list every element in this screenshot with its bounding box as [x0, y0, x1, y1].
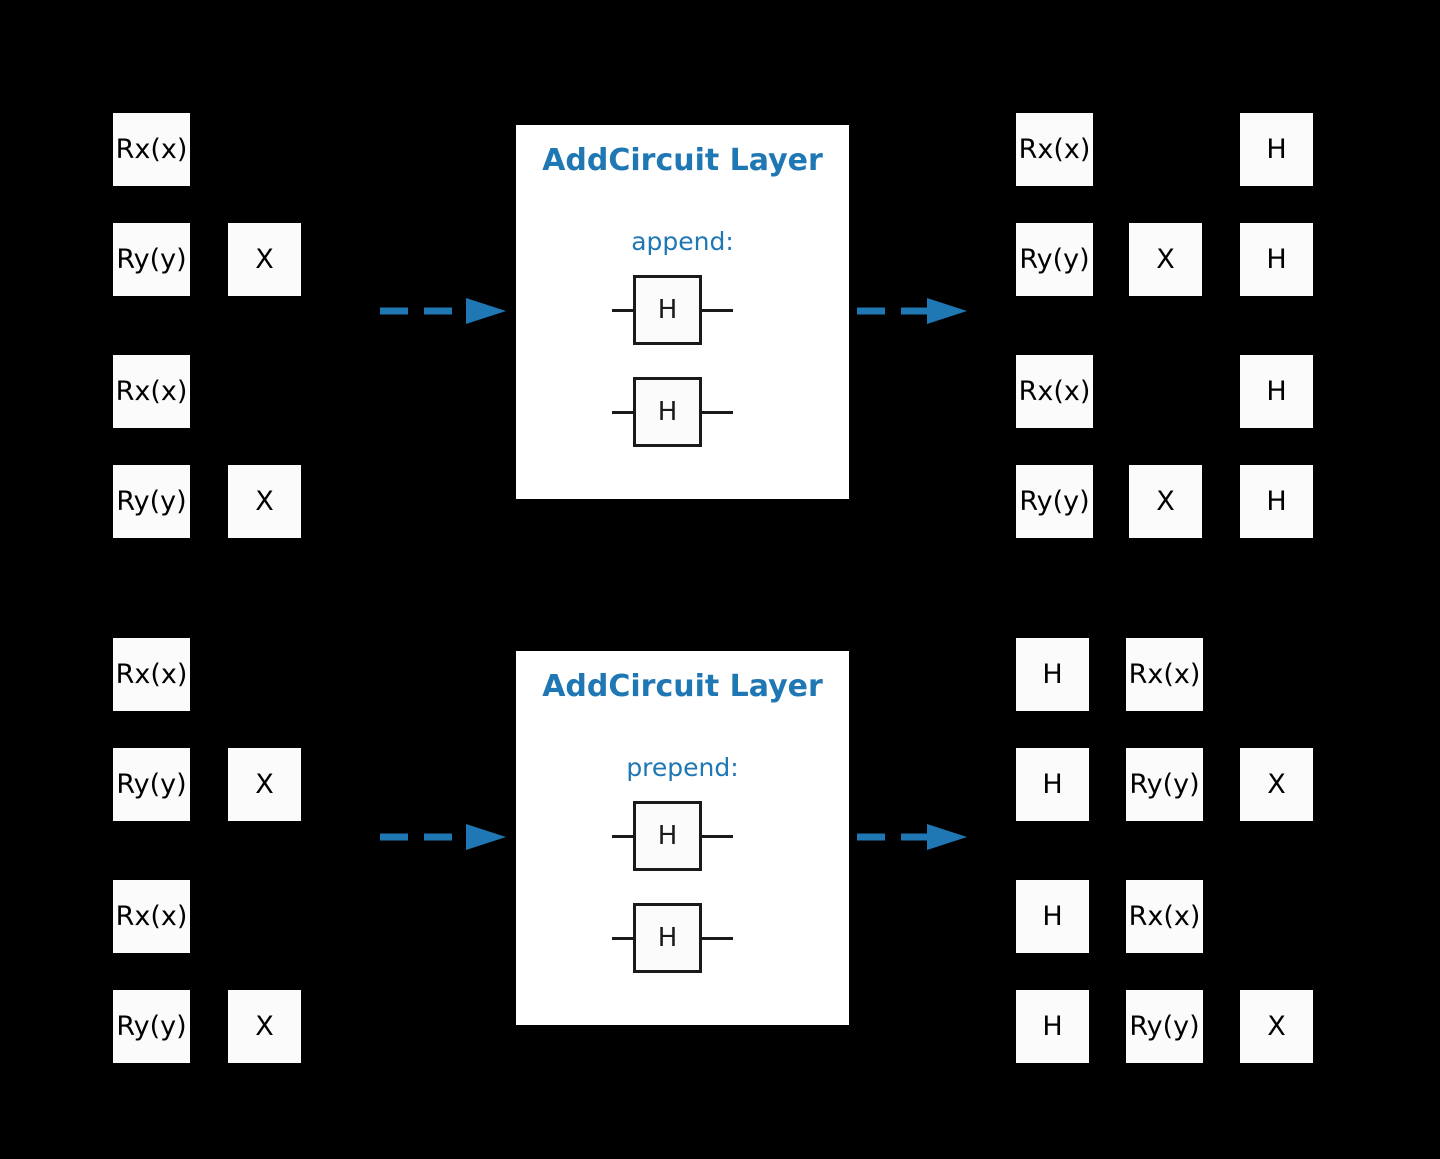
- gate-h: H: [1016, 880, 1089, 953]
- arrow-out-of-layer-icon: [855, 822, 975, 852]
- gate-ry: Ry(y): [1016, 465, 1093, 538]
- gate-x: X: [1129, 223, 1202, 296]
- gate-rx: Rx(x): [1126, 880, 1203, 953]
- mini-wire-left: [612, 937, 638, 940]
- gate-h: H: [1016, 990, 1089, 1063]
- layer-mode-label: prepend:: [626, 753, 739, 782]
- layer-title: AddCircuit Layer: [542, 669, 823, 704]
- arrow-out-of-layer-icon: [855, 296, 975, 326]
- gate-x: X: [228, 223, 301, 296]
- gate-rx: Rx(x): [113, 113, 190, 186]
- addcircuit-layer-panel-append: AddCircuit Layer append: H H: [516, 125, 849, 499]
- gate-h: H: [1240, 355, 1313, 428]
- gate-ry: Ry(y): [1016, 223, 1093, 296]
- gate-x: X: [228, 990, 301, 1063]
- arrow-into-layer-icon: [378, 822, 518, 852]
- mini-gate-h: H: [633, 377, 702, 447]
- gate-rx: Rx(x): [1126, 638, 1203, 711]
- gate-x: X: [1129, 465, 1202, 538]
- mini-wire-left: [612, 309, 638, 312]
- mini-wire-right: [701, 835, 733, 838]
- gate-rx: Rx(x): [1016, 113, 1093, 186]
- gate-rx: Rx(x): [113, 638, 190, 711]
- addcircuit-layer-panel-prepend: AddCircuit Layer prepend: H H: [516, 651, 849, 1025]
- mini-wire-left: [612, 835, 638, 838]
- mini-gate-h: H: [633, 801, 702, 871]
- gate-h: H: [1016, 638, 1089, 711]
- gate-ry: Ry(y): [1126, 748, 1203, 821]
- mini-gate-h: H: [633, 275, 702, 345]
- layer-title: AddCircuit Layer: [542, 143, 823, 178]
- gate-h: H: [1240, 465, 1313, 538]
- gate-ry: Ry(y): [113, 465, 190, 538]
- layer-mode-label: append:: [631, 227, 734, 256]
- gate-h: H: [1016, 748, 1089, 821]
- gate-rx: Rx(x): [1016, 355, 1093, 428]
- gate-x: X: [228, 748, 301, 821]
- gate-rx: Rx(x): [113, 355, 190, 428]
- mini-wire-right: [701, 309, 733, 312]
- gate-x: X: [1240, 990, 1313, 1063]
- gate-ry: Ry(y): [113, 223, 190, 296]
- gate-rx: Rx(x): [113, 880, 190, 953]
- gate-h: H: [1240, 113, 1313, 186]
- gate-h: H: [1240, 223, 1313, 296]
- mini-gate-h: H: [633, 903, 702, 973]
- mini-wire-right: [701, 937, 733, 940]
- arrow-into-layer-icon: [378, 296, 518, 326]
- gate-x: X: [1240, 748, 1313, 821]
- mini-wire-right: [701, 411, 733, 414]
- mini-wire-left: [612, 411, 638, 414]
- gate-ry: Ry(y): [1126, 990, 1203, 1063]
- gate-ry: Ry(y): [113, 748, 190, 821]
- gate-ry: Ry(y): [113, 990, 190, 1063]
- gate-x: X: [228, 465, 301, 538]
